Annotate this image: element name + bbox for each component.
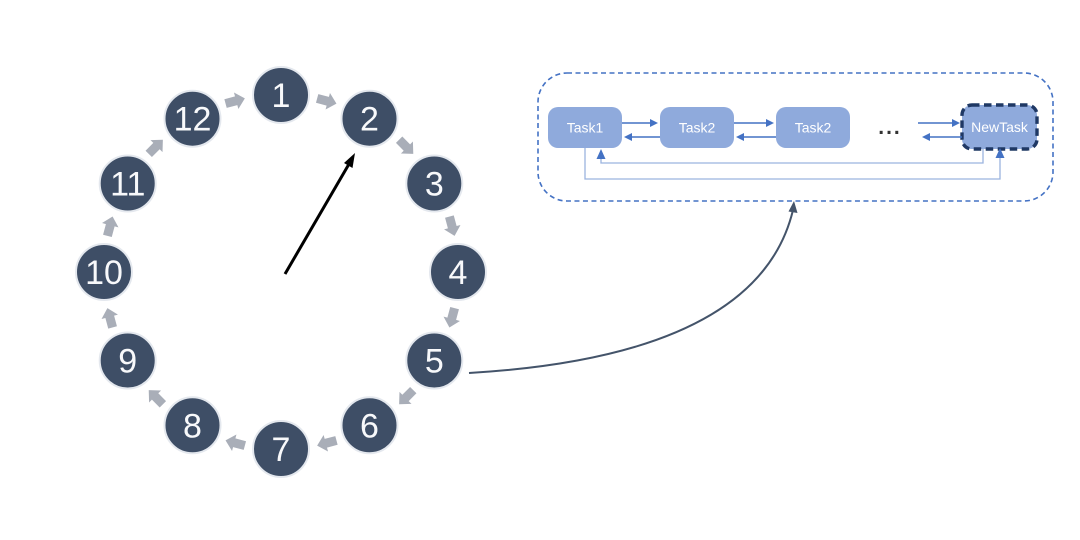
cycle-arrow-icon [399, 386, 417, 405]
clock-circle-10 [75, 243, 133, 301]
arrowhead-up-icon [596, 149, 606, 159]
zoom-connector-curve [468, 209, 794, 374]
cycle-arrow-icon [102, 216, 119, 238]
clock-number-10: 10 [85, 254, 123, 292]
task-box-task1 [548, 107, 622, 148]
cycle-arrow-icon [317, 435, 338, 452]
task-box-label-task2: Task2 [795, 120, 832, 136]
task-flow: Task1 Task2 Task2 NewTask [548, 103, 1039, 151]
arrowhead-left-icon [922, 133, 930, 141]
cycle-arrow-icon [443, 306, 460, 328]
clock-number-3: 3 [425, 166, 444, 204]
task-box-label-task1: Task1 [567, 120, 604, 136]
clock-circle-9 [98, 331, 157, 390]
feedback-task1-to-newtask [584, 148, 1001, 180]
clock-number-7: 7 [272, 431, 291, 469]
task-box-label-task2: Task2 [679, 120, 716, 136]
clock-number-4: 4 [449, 254, 468, 292]
clock-circle-2 [340, 89, 399, 148]
arrowhead-left-icon [736, 133, 744, 141]
arrowhead-right-icon [952, 119, 960, 127]
feedback-newtask-to-task1 [600, 149, 984, 164]
clock-circle-1 [252, 66, 310, 124]
clock-hand-shaft [283, 163, 351, 275]
clock-number-12: 12 [174, 101, 212, 139]
clock-number-1: 1 [272, 77, 291, 115]
ellipsis-label: ... [878, 116, 902, 139]
task-box-task2 [776, 107, 850, 148]
zoom-connector [468, 201, 798, 374]
clock-circle-3 [405, 154, 464, 213]
cycle-arrow-icon [315, 93, 337, 110]
cycle-arrow-icon [148, 390, 167, 408]
clock-number-2: 2 [360, 101, 379, 139]
cycle-arrow-icon [444, 215, 461, 236]
clock-number-5: 5 [425, 343, 444, 381]
clock-circle-8 [163, 396, 222, 455]
arrowhead-right-icon [650, 119, 658, 127]
zoom-connector-arrowhead-icon [788, 201, 798, 213]
feedback-connectors [584, 148, 1005, 180]
clock-number-9: 9 [118, 343, 137, 381]
clock-hand-arrow [283, 153, 355, 275]
cycle-arrow-icon [145, 139, 163, 158]
task-box-newtask [960, 103, 1039, 151]
cycle-arrow-icon [395, 136, 414, 154]
cycle-arrow-icon [224, 92, 245, 109]
arrowhead-left-icon [624, 133, 632, 141]
clock-circle-4 [429, 243, 487, 301]
clock-circle-6 [340, 396, 399, 455]
arrowhead-up-icon [995, 148, 1005, 158]
clock-circle-12 [163, 89, 222, 148]
clock-number-11: 11 [110, 166, 145, 204]
task-box-label-newtask: NewTask [971, 119, 1029, 135]
clock-circle-5 [405, 331, 464, 390]
clock-hand-arrowhead-icon [344, 153, 355, 168]
arrowhead-right-icon [766, 119, 774, 127]
cycle-arrow-icon [101, 308, 118, 329]
task-flow-arrows [622, 119, 962, 141]
clock-circle-7 [252, 420, 310, 478]
task-flow-container [537, 72, 1054, 202]
cycle-arrow-icon [225, 434, 247, 451]
clock-number-8: 8 [183, 407, 202, 445]
task-box-task2 [660, 107, 734, 148]
clock-number-6: 6 [360, 407, 379, 445]
clock-circle-11 [98, 154, 157, 213]
